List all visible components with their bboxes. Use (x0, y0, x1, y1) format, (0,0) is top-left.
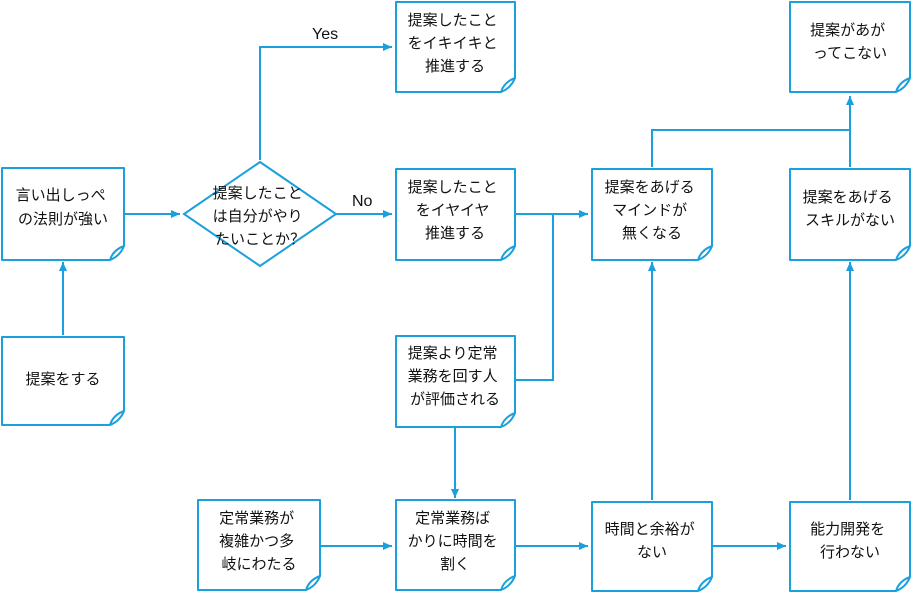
svg-text:提案したこと をイヤイヤ 推進する: 提案したこと をイヤイヤ 推進する (408, 178, 503, 242)
edge-hyouka-to-mind (515, 214, 554, 381)
node-yoyuu: 時間と余裕が ない (591, 501, 713, 592)
decision-diamond (182, 160, 338, 268)
edge-label-yes: Yes (312, 26, 338, 43)
node-line: マインドが (612, 201, 687, 219)
node-line: 提案をあげる (803, 188, 893, 206)
node-line: 行わない (820, 543, 880, 561)
node-line: たいことか？ (215, 230, 305, 248)
note-shape (1, 167, 125, 261)
note-shape (395, 335, 516, 428)
node-line: 提案より定常 (408, 344, 498, 362)
svg-text:提案したこと は自分がやり たいこと: 提案したこと は自分がやり たいことか？ (213, 184, 308, 248)
node-line: が評価される (410, 390, 500, 408)
node-skill: 提案をあげる スキルがない (789, 168, 911, 261)
node-line: 複雑かつ多 (219, 532, 294, 550)
node-line: 時間と余裕が (605, 520, 695, 538)
svg-text:能力開発を 行わない: 能力開発を 行わない (810, 520, 890, 561)
node-iidashi: 言い出しっぺ の法則が強い (1, 167, 125, 261)
note-shape (789, 1, 911, 93)
note-shape (591, 168, 713, 261)
node-line: 推進する (425, 57, 485, 75)
svg-text:提案があが ってこない: 提案があが ってこない (810, 21, 890, 62)
svg-text:提案をあげる マインドが 無くなる: 提案をあげる マインドが 無くなる (605, 178, 700, 242)
node-line: 言い出しっぺ (16, 186, 106, 204)
node-line: 定常業務ば (415, 509, 490, 527)
node-line: 割く (440, 555, 470, 573)
node-line: をイキイキと (408, 34, 498, 52)
node-line: 無くなる (622, 224, 682, 242)
edge-label-no: No (352, 193, 373, 210)
edge-mind-to-merge (651, 129, 850, 167)
node-line: 定常業務が (219, 509, 294, 527)
node-line: 提案をする (25, 370, 100, 388)
note-shape (591, 501, 713, 592)
node-mind: 提案をあげる マインドが 無くなる (591, 168, 713, 261)
node-line: 能力開発を (810, 520, 885, 538)
node-line: 提案したこと (408, 178, 498, 196)
svg-text:提案をする: 提案をする (25, 370, 100, 388)
note-shape (1, 336, 125, 426)
svg-text:定常業務が 複雑かつ多 岐にわたる: 定常業務が 複雑かつ多 岐にわたる (219, 509, 299, 573)
node-line: 提案したこと (408, 11, 498, 29)
node-line: 提案があが (810, 21, 885, 39)
note-shape (395, 1, 516, 93)
node-line: 業務を回す人 (408, 367, 498, 385)
svg-text:定常業務ば かりに時間を 割く: 定常業務ば かりに時間を 割く (408, 509, 503, 573)
note-shape (395, 168, 516, 261)
svg-text:提案より定常 業務を回す人 が評価さ: 提案より定常 業務を回す人 が評価される (408, 344, 503, 408)
node-ikiiki: 提案したこと をイキイキと 推進する (395, 1, 516, 93)
edge-decision-yes (259, 43, 392, 160)
node-iyaiya: 提案したこと をイヤイヤ 推進する (395, 168, 516, 261)
node-fukuzatsu: 定常業務が 複雑かつ多 岐にわたる (197, 499, 321, 591)
svg-text:言い出しっぺ の法則が強い: 言い出しっぺ の法則が強い (16, 186, 111, 228)
note-shape (395, 499, 516, 591)
node-line: 岐にわたる (221, 555, 296, 573)
node-nouryoku: 能力開発を 行わない (789, 501, 911, 592)
node-line: は自分がやり (213, 207, 303, 225)
note-shape (197, 499, 321, 591)
node-line: スキルがない (805, 211, 895, 229)
node-line: 提案したこと (213, 184, 303, 202)
node-teian-suru: 提案をする (1, 336, 125, 426)
node-line: 推進する (425, 224, 485, 242)
svg-text:提案をあげる スキルがない: 提案をあげる スキルがない (803, 188, 898, 229)
node-line: をイヤイヤ (416, 201, 490, 219)
node-line: かりに時間を (408, 532, 498, 550)
note-shape (789, 168, 911, 261)
node-line: の法則が強い (18, 210, 108, 228)
svg-text:提案したこと をイキイキと 推進する: 提案したこと をイキイキと 推進する (408, 11, 503, 75)
node-decision: 提案したこと は自分がやり たいことか？ (182, 160, 338, 268)
node-line: 提案をあげる (605, 178, 695, 196)
svg-text:時間と余裕が ない: 時間と余裕が ない (605, 520, 700, 561)
node-line: ってこない (813, 44, 887, 62)
node-agatte-konai: 提案があが ってこない (789, 1, 911, 93)
node-line: ない (637, 543, 667, 561)
node-jikan-saku: 定常業務ば かりに時間を 割く (395, 499, 516, 591)
note-shape (789, 501, 911, 592)
node-hyouka: 提案より定常 業務を回す人 が評価される (395, 335, 516, 428)
